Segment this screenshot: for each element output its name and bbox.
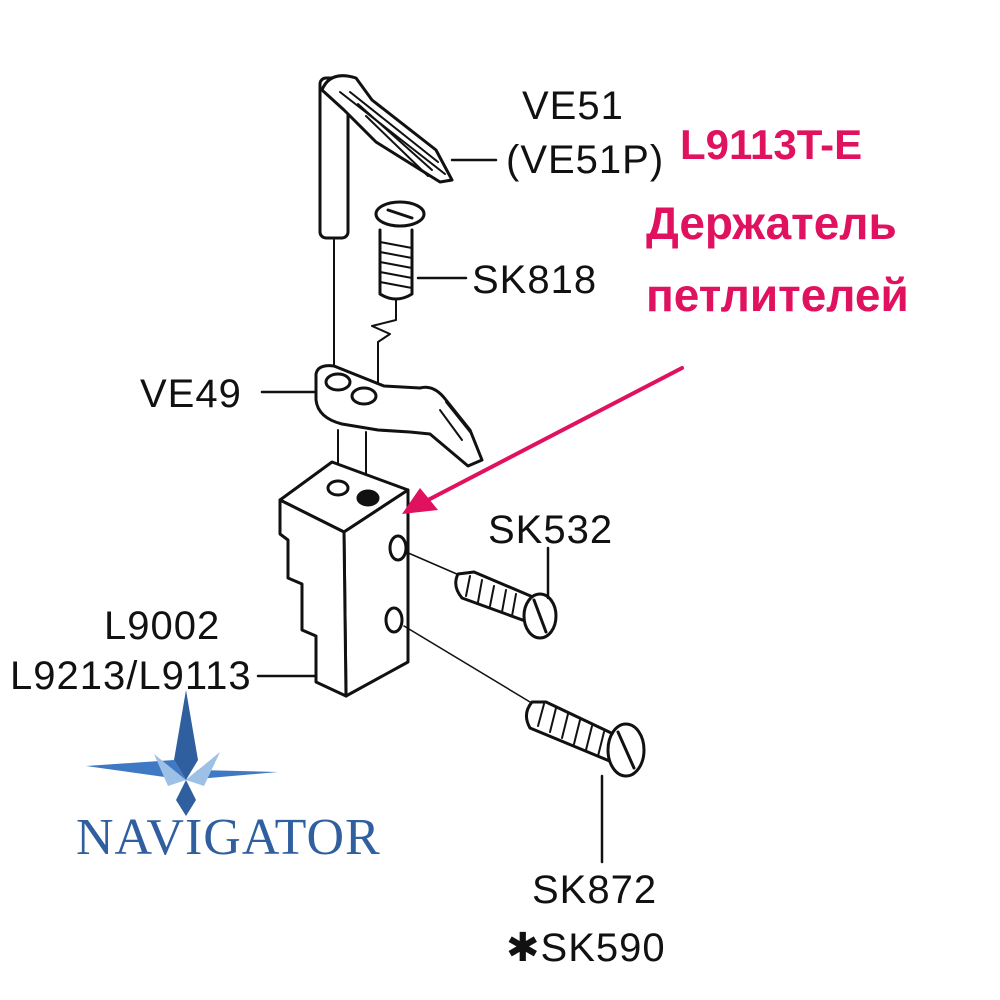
bracket-ve49-part	[260, 364, 484, 489]
annotation-title-line2: петлителей	[646, 269, 909, 321]
screw-sk532-part	[454, 546, 558, 640]
label-ve51: VE51	[522, 84, 624, 128]
looper-holder-block-part	[256, 460, 410, 698]
annotation-part-code: L9113T-E	[680, 121, 863, 168]
label-ve49: VE49	[140, 372, 242, 416]
label-sk872: SK872	[532, 868, 658, 912]
navigator-logo-text: NAVIGATOR	[76, 809, 381, 866]
looper-ve51-part	[318, 74, 498, 373]
annotation-title-line1: Держатель	[646, 197, 897, 249]
label-l9002: L9002	[104, 604, 221, 648]
label-sk532: SK532	[488, 508, 614, 552]
pointer-arrow	[402, 366, 684, 514]
screw-sk818-part	[371, 200, 468, 393]
navigator-compass-logo	[86, 690, 278, 816]
label-sk590: ✱SK590	[506, 926, 666, 970]
label-l9213-l9113: L9213/L9113	[10, 654, 252, 698]
label-ve51p: (VE51P)	[506, 138, 665, 182]
screw-sk872-part	[525, 700, 646, 864]
label-sk818: SK818	[472, 258, 598, 302]
